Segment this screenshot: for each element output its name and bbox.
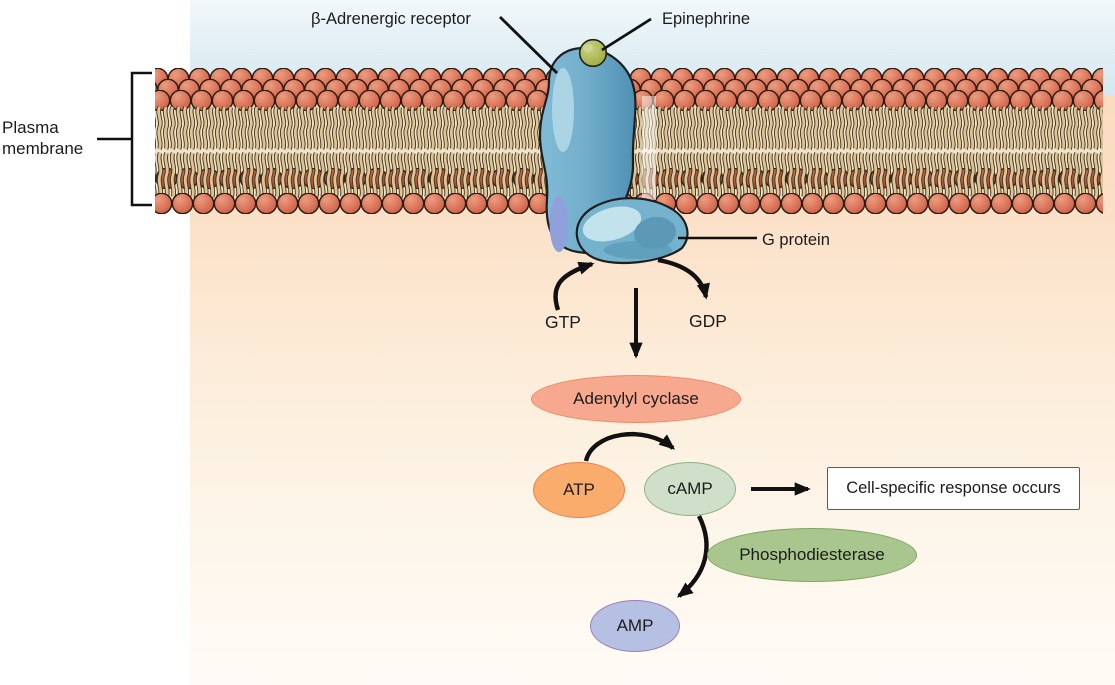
arrow-gprotein-to-gdp <box>657 257 710 300</box>
node-atp-label: ATP <box>563 480 595 499</box>
arrow-camp-to-amp <box>676 515 709 598</box>
node-atp: ATP <box>533 462 625 518</box>
arrow-gtp-to-gprotein <box>553 261 595 311</box>
g-protein-label: G protein <box>762 231 830 249</box>
epinephrine-highlight <box>583 44 593 52</box>
receptor-highlight <box>552 68 574 152</box>
node-amp: AMP <box>590 600 680 652</box>
cell-response-box: Cell-specific response occurs <box>827 467 1080 510</box>
pathway-arrows <box>553 257 811 598</box>
plasma-membrane-label: Plasma membrane <box>2 118 84 159</box>
node-adenylyl-cyclase-label: Adenylyl cyclase <box>573 389 699 408</box>
epinephrine-label: Epinephrine <box>662 10 751 28</box>
arrow-atp-to-camp <box>583 432 676 462</box>
g-protein-shape <box>575 197 689 264</box>
pointer-lines <box>499 16 757 240</box>
receptor-label: β-Adrenergic receptor <box>311 10 471 28</box>
node-adenylyl-cyclase: Adenylyl cyclase <box>531 375 741 423</box>
g-protein-highlight <box>582 206 642 242</box>
node-amp-label: AMP <box>616 616 654 635</box>
gtp-label: GTP <box>545 312 581 332</box>
g-protein-shade-bottom <box>604 241 672 259</box>
plasma-membrane-bracket <box>97 71 152 207</box>
epinephrine-pointer-line <box>601 17 652 52</box>
receptor-purple-patch <box>549 196 569 252</box>
node-phosphodiesterase: Phosphodiesterase <box>707 528 917 582</box>
receptor-pointer-line <box>499 16 558 74</box>
gdp-label: GDP <box>689 311 727 331</box>
cell-response-box-label: Cell-specific response occurs <box>846 479 1061 497</box>
membrane-gap <box>642 96 656 200</box>
node-camp: cAMP <box>644 462 736 516</box>
epinephrine-molecule <box>578 38 608 68</box>
node-phosphodiesterase-label: Phosphodiesterase <box>739 545 885 564</box>
g-protein-shade <box>634 216 676 250</box>
node-camp-label: cAMP <box>667 479 713 498</box>
